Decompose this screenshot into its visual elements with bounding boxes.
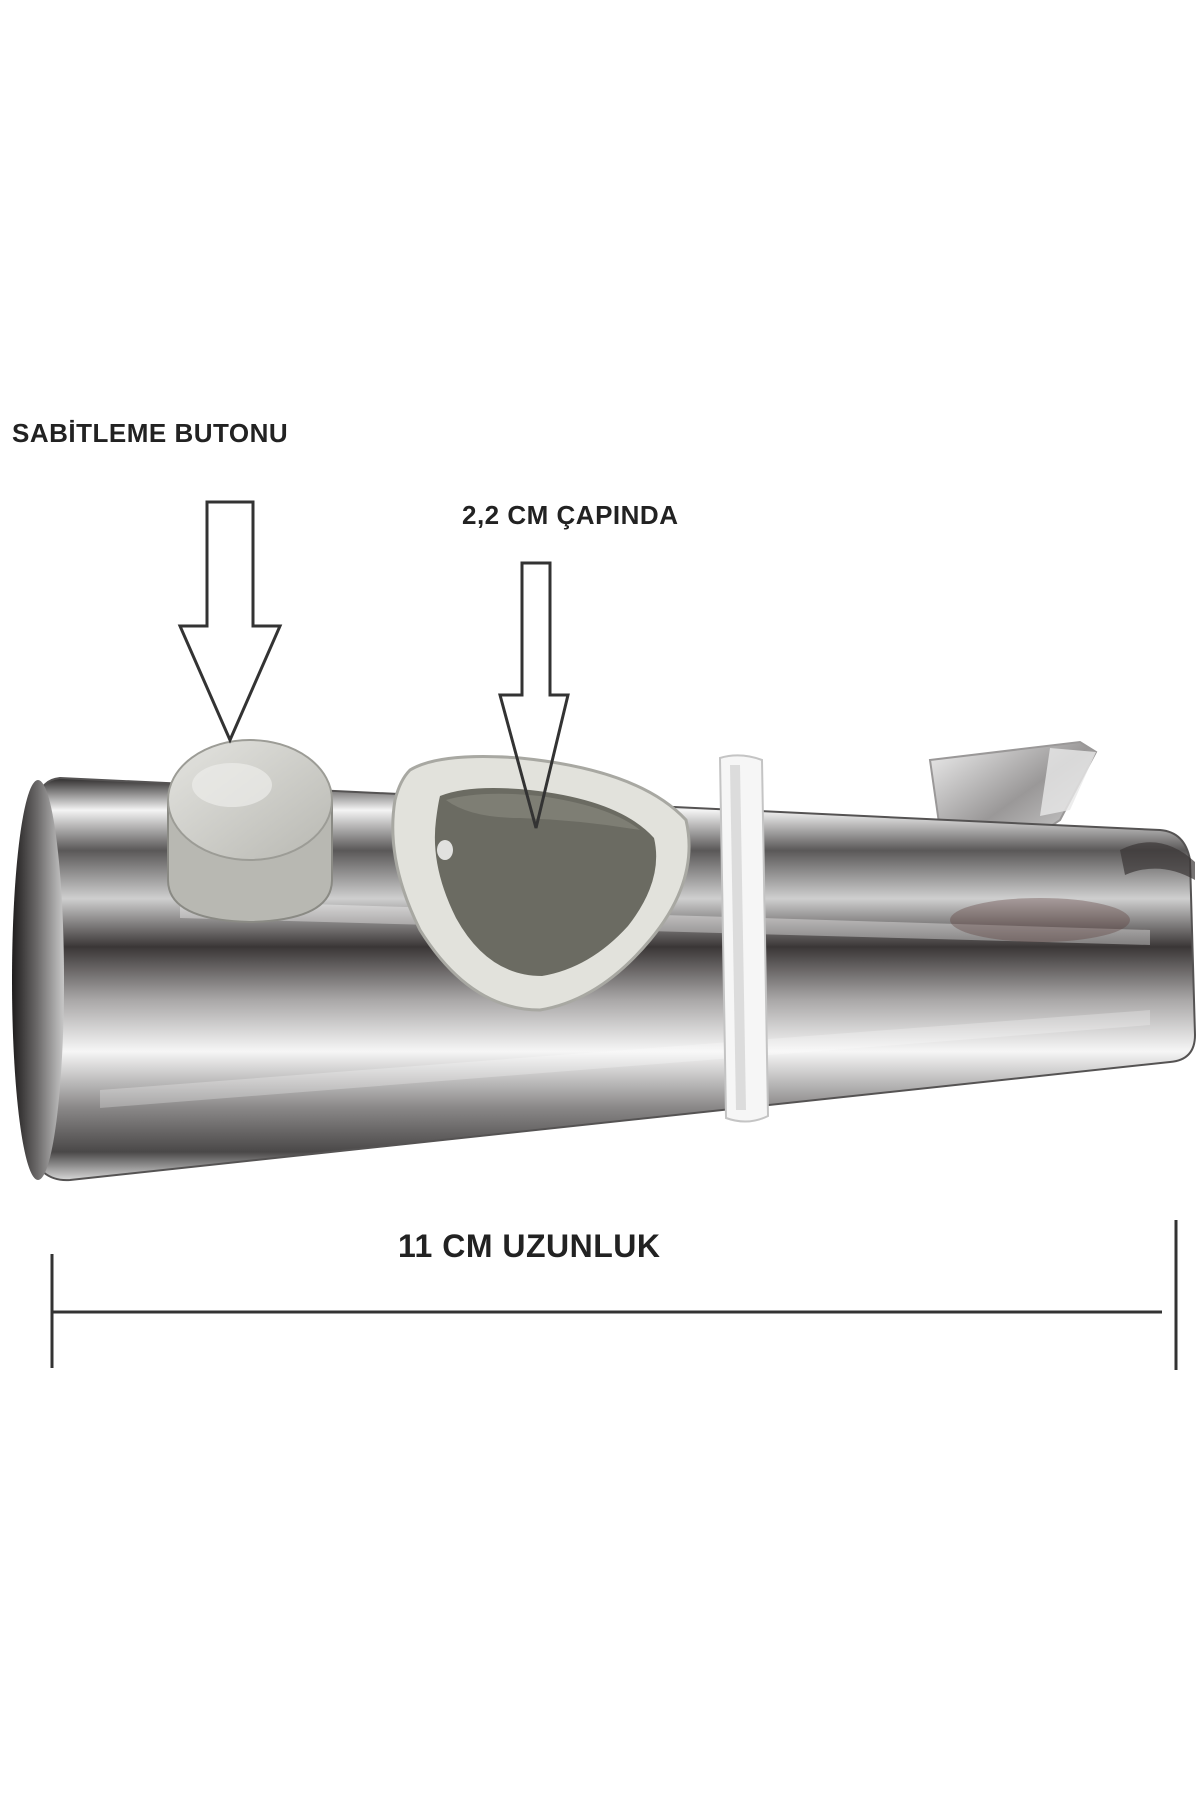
white-ring-band	[718, 754, 770, 1123]
fixing-button	[167, 739, 333, 924]
hose-socket	[391, 755, 691, 1012]
cylinder-end-cap	[12, 780, 64, 1180]
dimension-line-icon	[50, 1220, 1178, 1370]
length-label: 11 CM UZUNLUK	[398, 1228, 661, 1264]
down-arrow-icon	[177, 500, 283, 744]
fixing-button-label: SABİTLEME BUTONU	[12, 418, 289, 448]
diameter-label: 2,2 CM ÇAPINDA	[462, 500, 679, 530]
down-arrow-icon	[498, 561, 570, 829]
